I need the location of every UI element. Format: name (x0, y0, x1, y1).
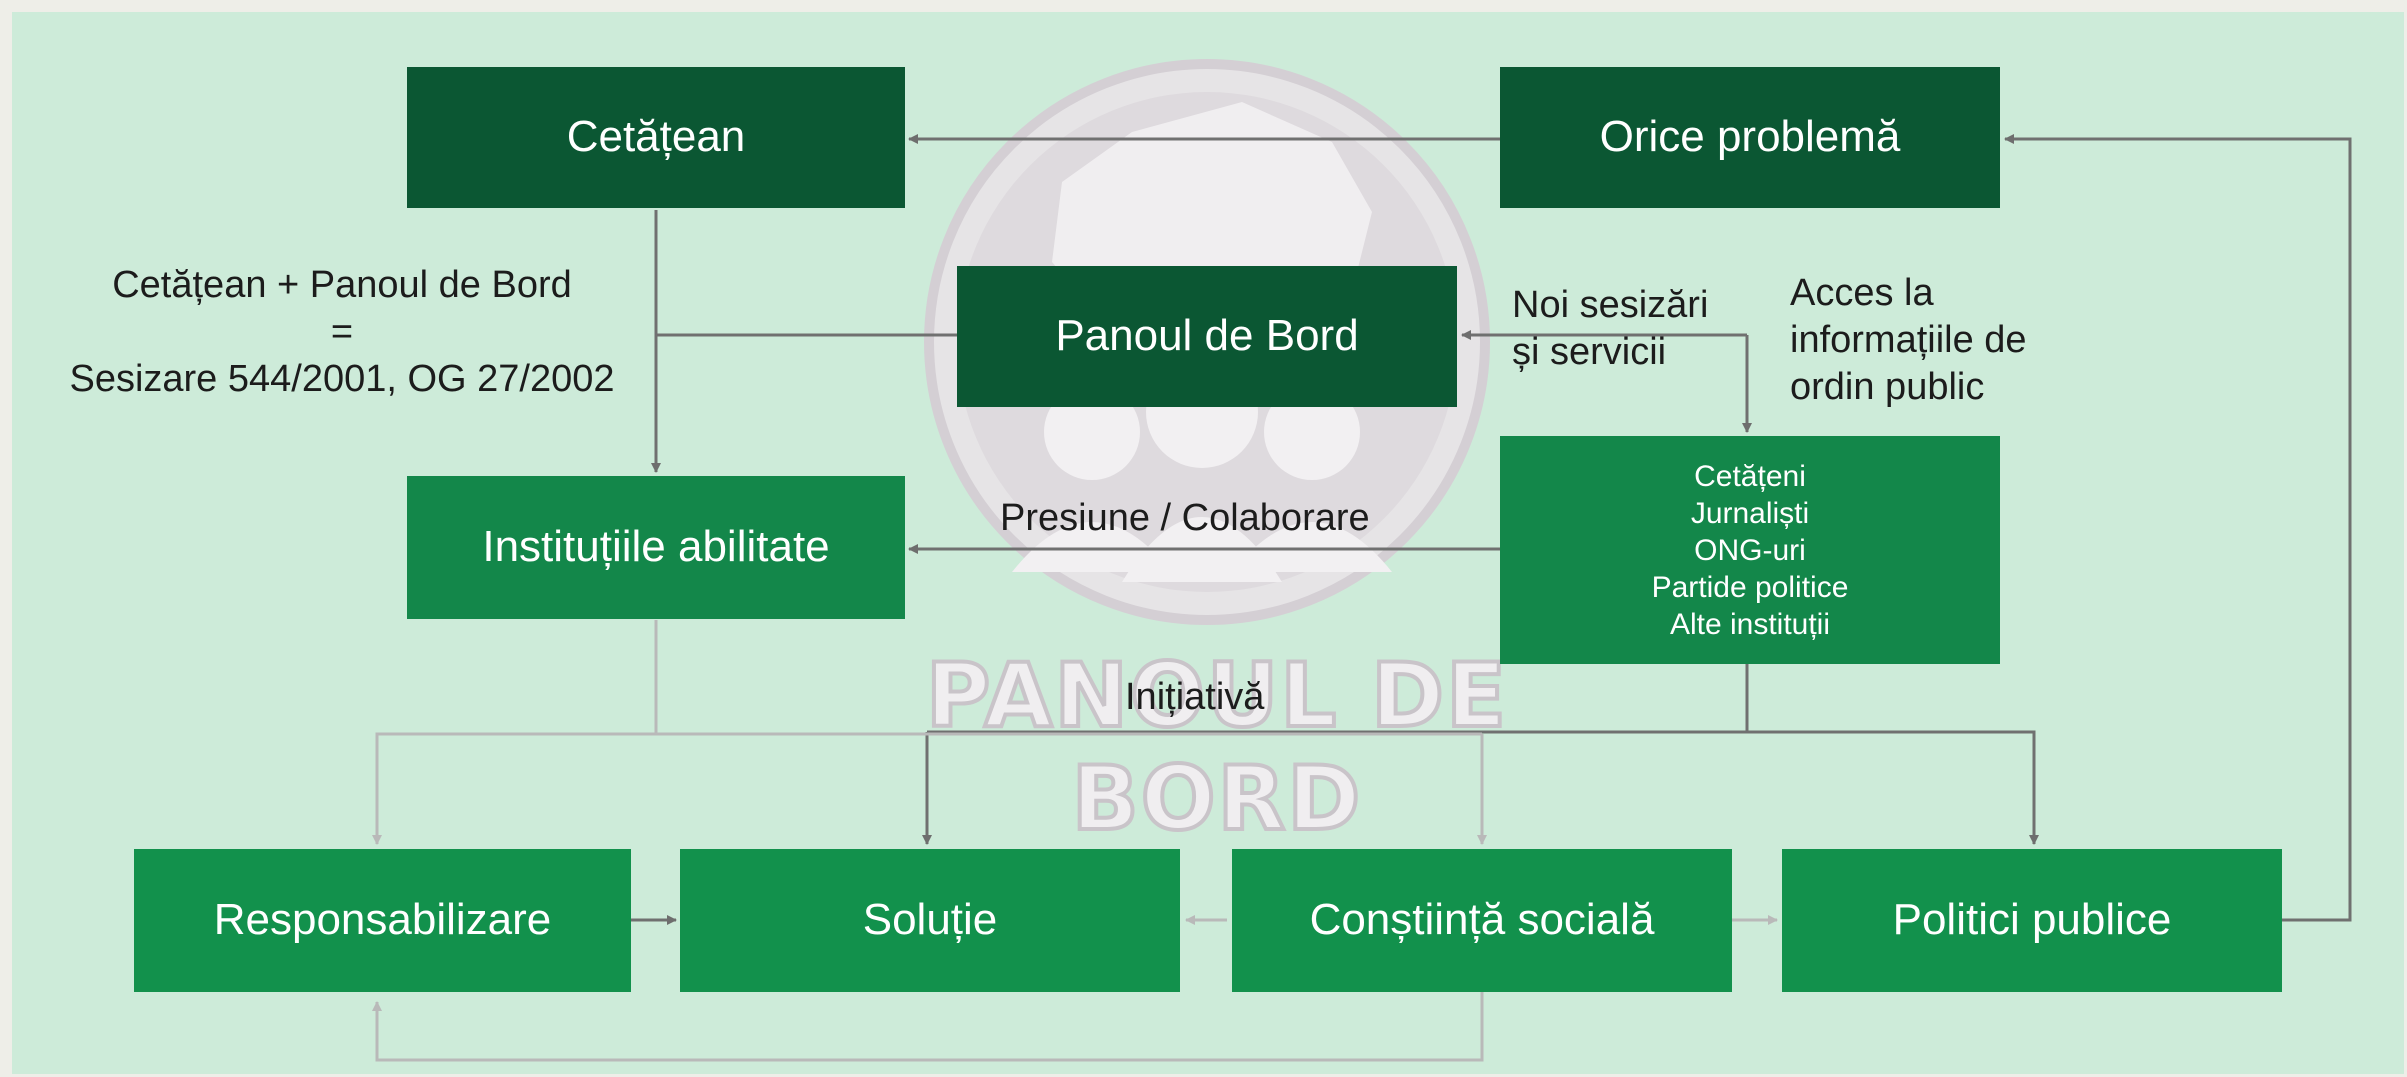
citizen-label: Cetățean (566, 112, 746, 162)
formula-note: Cetățean + Panoul de Bord = Sesizare 544… (32, 262, 652, 403)
arrow-institutions-to-accountability (372, 732, 1482, 845)
arrow-social-to-accountability (372, 992, 1484, 1062)
institutions-box: Instituțiile abilitate (407, 476, 905, 619)
social-awareness-label: Conștiință socială (1309, 895, 1655, 945)
formula-line-2: = (330, 311, 354, 353)
watermark-text: PANOUL DE BORD (924, 642, 1509, 852)
access-line-1: Acces la (1790, 272, 1934, 314)
actor-ngos: ONG-uri (1694, 533, 1806, 567)
formula-line-3: Sesizare 544/2001, OG 27/2002 (69, 358, 615, 400)
actors-box: Cetățeni Jurnaliști ONG-uri Partide poli… (1500, 436, 2000, 664)
new-reports-note: Noi sesizări și servicii (1512, 282, 1708, 376)
formula-line-1: Cetățean + Panoul de Bord (112, 264, 572, 306)
institutions-label: Instituțiile abilitate (482, 522, 830, 572)
actor-journalists: Jurnaliști (1690, 496, 1810, 530)
diagram-canvas: PANOUL DE BORD Cetățean Orice problemă P… (12, 12, 2404, 1074)
actor-parties: Partide politice (1651, 570, 1849, 604)
solution-label: Soluție (862, 895, 998, 945)
actor-other-institutions: Alte instituții (1669, 607, 1831, 641)
initiative-note: Inițiativă (1125, 676, 1265, 718)
access-line-2: informațiile de (1790, 319, 2027, 361)
accountability-box: Responsabilizare (134, 849, 631, 992)
dashboard-box: Panoul de Bord (957, 266, 1457, 407)
dashboard-label: Panoul de Bord (1055, 311, 1359, 361)
arrow-policies-to-problem (2004, 134, 2352, 922)
public-policies-box: Politici publice (1782, 849, 2282, 992)
access-info-note: Acces la informațiile de ordin public (1790, 270, 2027, 411)
pressure-collaboration-note: Presiune / Colaborare (1000, 497, 1370, 539)
accountability-label: Responsabilizare (213, 895, 552, 945)
solution-box: Soluție (680, 849, 1180, 992)
public-policies-label: Politici publice (1892, 895, 2172, 945)
arrow-initiative-to-policies (1747, 730, 2039, 845)
actor-citizens: Cetățeni (1694, 459, 1806, 493)
any-problem-label: Orice problemă (1599, 112, 1901, 162)
social-awareness-box: Conștiință socială (1232, 849, 1732, 992)
access-line-3: ordin public (1790, 366, 1985, 408)
new-reports-line-1: Noi sesizări (1512, 284, 1709, 326)
citizen-box: Cetățean (407, 67, 905, 208)
new-reports-line-2: și servicii (1512, 331, 1667, 373)
any-problem-box: Orice problemă (1500, 67, 2000, 208)
